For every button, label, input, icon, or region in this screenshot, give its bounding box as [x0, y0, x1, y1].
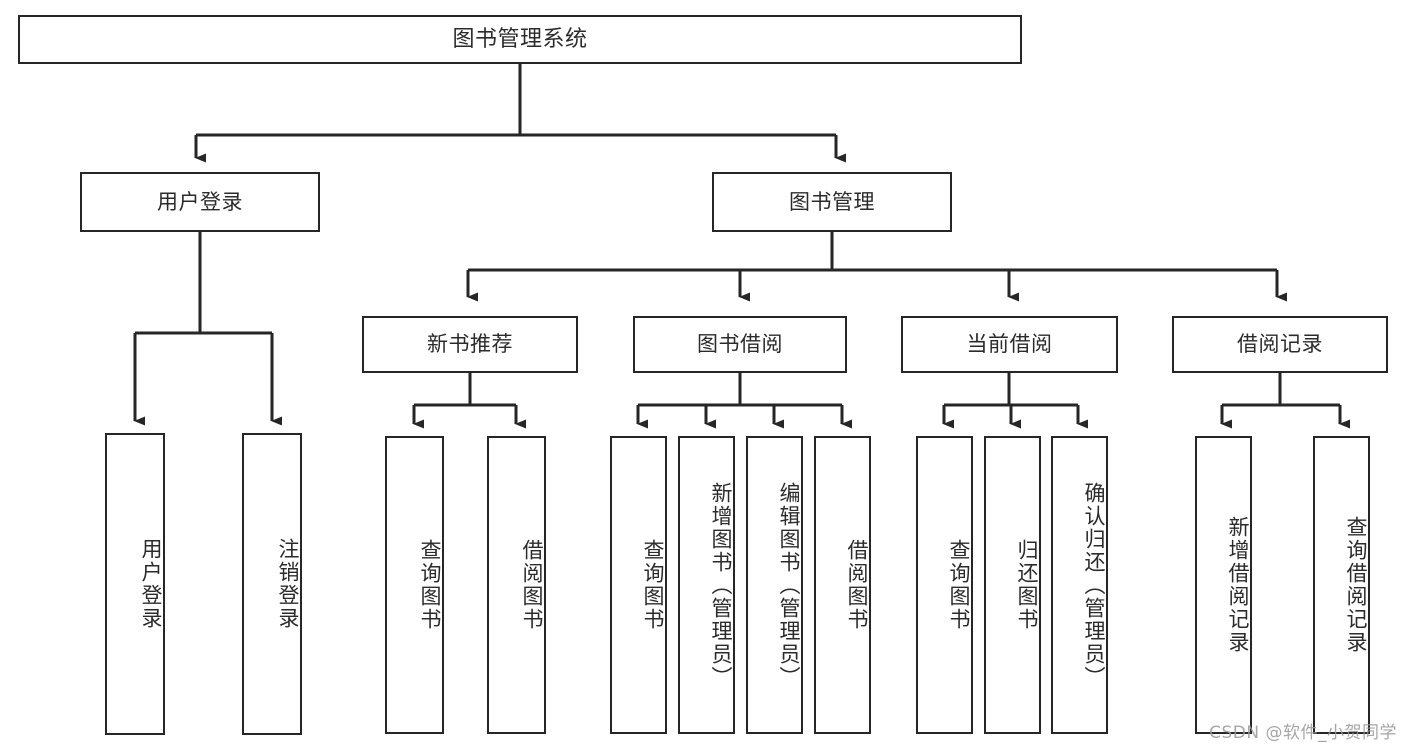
- node-leaf-current-query-book-label: 查询图书: [947, 539, 971, 631]
- node-book-borrow-label: 图书借阅: [697, 332, 783, 357]
- node-user-login[interactable]: 用户登录: [80, 172, 320, 232]
- node-leaf-user-login[interactable]: 用户登录: [105, 433, 165, 735]
- node-borrow-record[interactable]: 借阅记录: [1172, 316, 1388, 373]
- node-leaf-confirm-return-admin-label: 确认归还（管理员）: [1082, 481, 1106, 689]
- node-user-login-label: 用户登录: [157, 189, 243, 214]
- node-leaf-return-book[interactable]: 归还图书: [984, 436, 1041, 734]
- node-leaf-new-book-borrow-label: 借阅图书: [520, 539, 544, 631]
- node-leaf-edit-book-admin-label: 编辑图书（管理员）: [777, 481, 801, 689]
- node-leaf-logout-label: 注销登录: [276, 538, 300, 630]
- node-current-borrow-label: 当前借阅: [966, 332, 1053, 357]
- node-borrow-record-label: 借阅记录: [1237, 332, 1323, 357]
- node-leaf-query-borrow-record-label: 查询借阅记录: [1344, 516, 1368, 654]
- node-leaf-borrow-query-book-label: 查询图书: [641, 539, 665, 631]
- node-leaf-confirm-return-admin[interactable]: 确认归还（管理员）: [1051, 436, 1108, 734]
- node-leaf-return-book-label: 归还图书: [1015, 539, 1039, 631]
- node-root-system[interactable]: 图书管理系统: [18, 15, 1022, 64]
- node-leaf-add-book-admin[interactable]: 新增图书（管理员）: [678, 436, 735, 734]
- node-leaf-borrow-query-book[interactable]: 查询图书: [610, 436, 667, 734]
- node-root-system-label: 图书管理系统: [452, 26, 588, 52]
- node-book-management-label: 图书管理: [789, 189, 875, 214]
- node-new-book-recommend-label: 新书推荐: [427, 332, 513, 357]
- node-book-management[interactable]: 图书管理: [712, 172, 952, 232]
- node-leaf-new-book-query[interactable]: 查询图书: [385, 436, 444, 734]
- node-leaf-borrow-book-label: 借阅图书: [845, 539, 869, 631]
- node-leaf-borrow-book[interactable]: 借阅图书: [814, 436, 871, 734]
- node-leaf-logout[interactable]: 注销登录: [242, 433, 302, 735]
- node-book-borrow[interactable]: 图书借阅: [633, 316, 847, 373]
- node-leaf-add-borrow-record-label: 新增借阅记录: [1226, 516, 1250, 654]
- node-leaf-new-book-query-label: 查询图书: [418, 539, 442, 631]
- node-leaf-new-book-borrow[interactable]: 借阅图书: [487, 436, 546, 734]
- node-leaf-current-query-book[interactable]: 查询图书: [916, 436, 973, 734]
- node-leaf-add-book-admin-label: 新增图书（管理员）: [709, 481, 733, 689]
- node-leaf-user-login-label: 用户登录: [139, 538, 163, 630]
- node-new-book-recommend[interactable]: 新书推荐: [362, 316, 578, 373]
- node-leaf-edit-book-admin[interactable]: 编辑图书（管理员）: [746, 436, 803, 734]
- node-current-borrow[interactable]: 当前借阅: [901, 316, 1118, 373]
- node-leaf-query-borrow-record[interactable]: 查询借阅记录: [1313, 436, 1370, 734]
- node-leaf-add-borrow-record[interactable]: 新增借阅记录: [1195, 436, 1252, 734]
